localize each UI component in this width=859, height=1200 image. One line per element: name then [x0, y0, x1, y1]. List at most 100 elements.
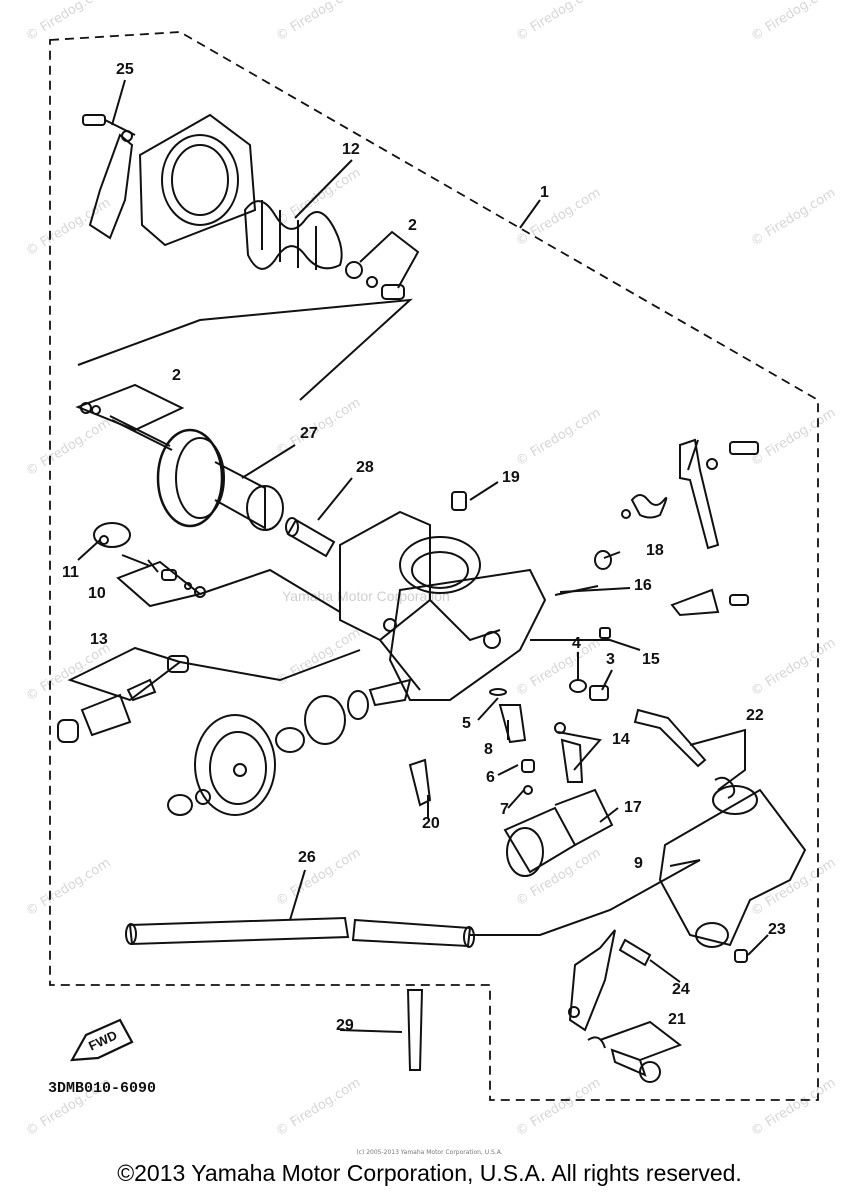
callout-21: 21 [668, 1011, 686, 1028]
leader-29 [339, 1029, 403, 1033]
bracket-14 [557, 731, 602, 771]
callout-19: 19 [502, 469, 520, 486]
callout-20: 20 [422, 815, 440, 832]
part-11-cap [93, 522, 131, 548]
callout-7: 7 [500, 801, 509, 818]
callout-9: 9 [634, 855, 643, 872]
part-15-screw [599, 627, 611, 639]
callout-10: 10 [88, 585, 106, 602]
part-2-pin [80, 402, 173, 451]
part-12-spring [243, 200, 343, 270]
callout-6: 6 [486, 769, 495, 786]
callout-17: 17 [624, 799, 642, 816]
part-2-washers-upper [345, 261, 405, 300]
callout-18: 18 [646, 542, 664, 559]
leader-10-line [199, 568, 341, 613]
bracket-2a [359, 230, 420, 289]
leader-19 [469, 481, 499, 501]
part-26-hoses [125, 916, 475, 948]
part-8-jet [498, 704, 527, 744]
leader-13-line [179, 649, 361, 682]
diagram-code: 3DMB010-6090 [48, 1080, 157, 1097]
bracket-22 [689, 728, 746, 791]
part-23-screw [734, 949, 748, 963]
callout-15: 15 [642, 651, 660, 668]
part-18-cap [594, 550, 612, 570]
part-25-lever [82, 114, 136, 240]
callout-8: 8 [484, 741, 493, 758]
part-13-choke [57, 655, 189, 743]
small-copyright: (c) 2005-2013 Yamaha Motor Corporation, … [356, 1149, 503, 1156]
callout-12: 12 [342, 141, 360, 158]
callout-26: 26 [298, 849, 316, 866]
part-housing-top [138, 113, 257, 247]
callout-25: 25 [116, 61, 134, 78]
callout-28: 28 [356, 459, 374, 476]
leader-24 [649, 959, 681, 983]
copyright-notice: ©2013 Yamaha Motor Corporation, U.S.A. A… [117, 1160, 742, 1186]
callout-16: 16 [634, 577, 652, 594]
leader-23 [747, 934, 769, 956]
part-bracket-right [670, 588, 749, 617]
callout-2a: 2 [408, 217, 417, 234]
leader-26 [289, 869, 306, 921]
callout-29: 29 [336, 1017, 354, 1034]
leader-27 [241, 444, 296, 479]
part-19-jet [451, 491, 467, 511]
part-28-cylinder [285, 517, 336, 558]
leader-6 [497, 764, 519, 776]
callout-22: 22 [746, 707, 764, 724]
bracket-upper [77, 298, 413, 401]
leader-26-to-9 [470, 859, 701, 936]
callout-11: 11 [62, 564, 79, 581]
center-watermark: Yamaha Motor Corporation [282, 588, 450, 604]
fwd-arrow-shape [70, 1018, 134, 1062]
callout-23: 23 [768, 921, 786, 938]
part-22-screw [633, 708, 736, 799]
part-7-main-jet [523, 785, 533, 795]
part-14-needle-valve [554, 722, 584, 783]
part-17-float [503, 788, 614, 877]
part-6-pilot [521, 759, 535, 773]
leader-1 [519, 199, 541, 229]
callout-27: 27 [300, 425, 318, 442]
callout-3: 3 [606, 651, 615, 668]
part-bottom-lever [568, 929, 616, 1032]
leader-28 [317, 477, 353, 521]
callout-2b: 2 [172, 367, 181, 384]
assembly-boundary [49, 31, 819, 1101]
part-20-jet [408, 758, 432, 807]
part-24-screw [618, 938, 652, 967]
part-16-pin [554, 585, 599, 596]
bracket-13 [67, 646, 183, 702]
leader-17 [599, 807, 619, 823]
part-10-screw-set [121, 554, 206, 598]
leader-5 [477, 697, 499, 721]
leader-18 [603, 551, 621, 559]
part-throttle-lever [679, 438, 759, 550]
part-4-washer [569, 679, 587, 693]
leader-15 [530, 639, 641, 651]
callout-1: 1 [540, 184, 549, 201]
callout-13: 13 [90, 631, 108, 648]
part-21-screw-spring [587, 1036, 661, 1083]
carburetor-body [339, 510, 547, 707]
callout-14: 14 [612, 731, 630, 748]
leader-11 [77, 539, 101, 561]
leader-25 [111, 79, 126, 126]
callout-4: 4 [572, 635, 581, 652]
part-27-piston [156, 428, 284, 531]
bracket-21 [599, 1020, 683, 1061]
part-5-o-ring [489, 688, 507, 696]
part-accelerator-pump [167, 690, 369, 816]
callout-24: 24 [672, 981, 690, 998]
part-29-tube [406, 989, 424, 1071]
leader-7 [507, 789, 525, 809]
part-spring-upper-right [621, 494, 668, 519]
part-3-nut [589, 685, 609, 701]
leader-12 [294, 159, 353, 219]
callout-5: 5 [462, 715, 471, 732]
leader-9 [669, 859, 701, 867]
